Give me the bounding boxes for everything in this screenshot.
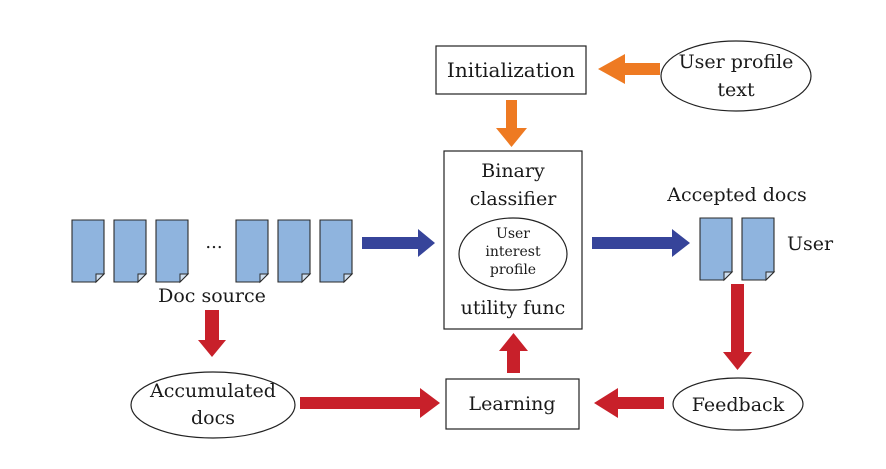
initialization-label: Initialization [447, 58, 575, 82]
feedback-node: Feedback [672, 377, 804, 431]
ellipsis-text: ... [205, 232, 222, 253]
user-label: User [787, 233, 834, 255]
arrow-docsource-to-classifier [362, 229, 435, 257]
doc-source-label: Doc source [158, 285, 266, 307]
accepted-docs-group: Accepted docs User [666, 184, 834, 281]
arrow-feedback-to-learning [594, 388, 664, 418]
arrow-classifier-to-accepted [592, 229, 690, 257]
user-interest-profile-ellipse [458, 217, 568, 291]
arrow-accumulated-to-learning [300, 388, 440, 418]
accumulated-docs-line2: docs [191, 407, 235, 429]
feedback-label: Feedback [692, 394, 785, 416]
user-interest-profile-line3: profile [490, 262, 536, 278]
arrow-profile-to-initialization [598, 54, 660, 84]
user-interest-profile-line2: interest [485, 244, 541, 260]
document-icon [235, 219, 269, 283]
document-icon [277, 219, 311, 283]
learning-label: Learning [469, 393, 556, 415]
learning-box: Learning [445, 378, 580, 430]
document-icon [699, 217, 733, 281]
user-interest-profile-line1: User [496, 226, 530, 242]
binary-classifier-line2: classifier [470, 188, 558, 210]
user-profile-text-node: User profile text [660, 40, 812, 112]
arrow-initialization-to-classifier [496, 100, 527, 147]
document-icon [319, 219, 353, 283]
binary-classifier-line1: Binary [481, 160, 545, 182]
document-icon [155, 219, 189, 283]
user-profile-text-line1: User profile [679, 51, 794, 73]
document-icon [741, 217, 775, 281]
doc-source-group: ... Doc source [71, 219, 353, 307]
accepted-docs-label: Accepted docs [666, 184, 807, 206]
binary-classifier-box: Binary classifier User interest profile … [443, 150, 583, 330]
arrow-docsource-to-accumulated [198, 310, 226, 357]
document-icon [113, 219, 147, 283]
accumulated-docs-line1: Accumulated [149, 380, 276, 402]
document-icon [71, 219, 105, 283]
user-profile-text-line2: text [717, 79, 755, 101]
arrow-learning-to-classifier [499, 333, 528, 373]
arrow-accepted-to-feedback [723, 284, 752, 370]
accumulated-docs-node: Accumulated docs [130, 371, 296, 439]
utility-func-label: utility func [461, 297, 566, 319]
initialization-box: Initialization [435, 45, 587, 95]
